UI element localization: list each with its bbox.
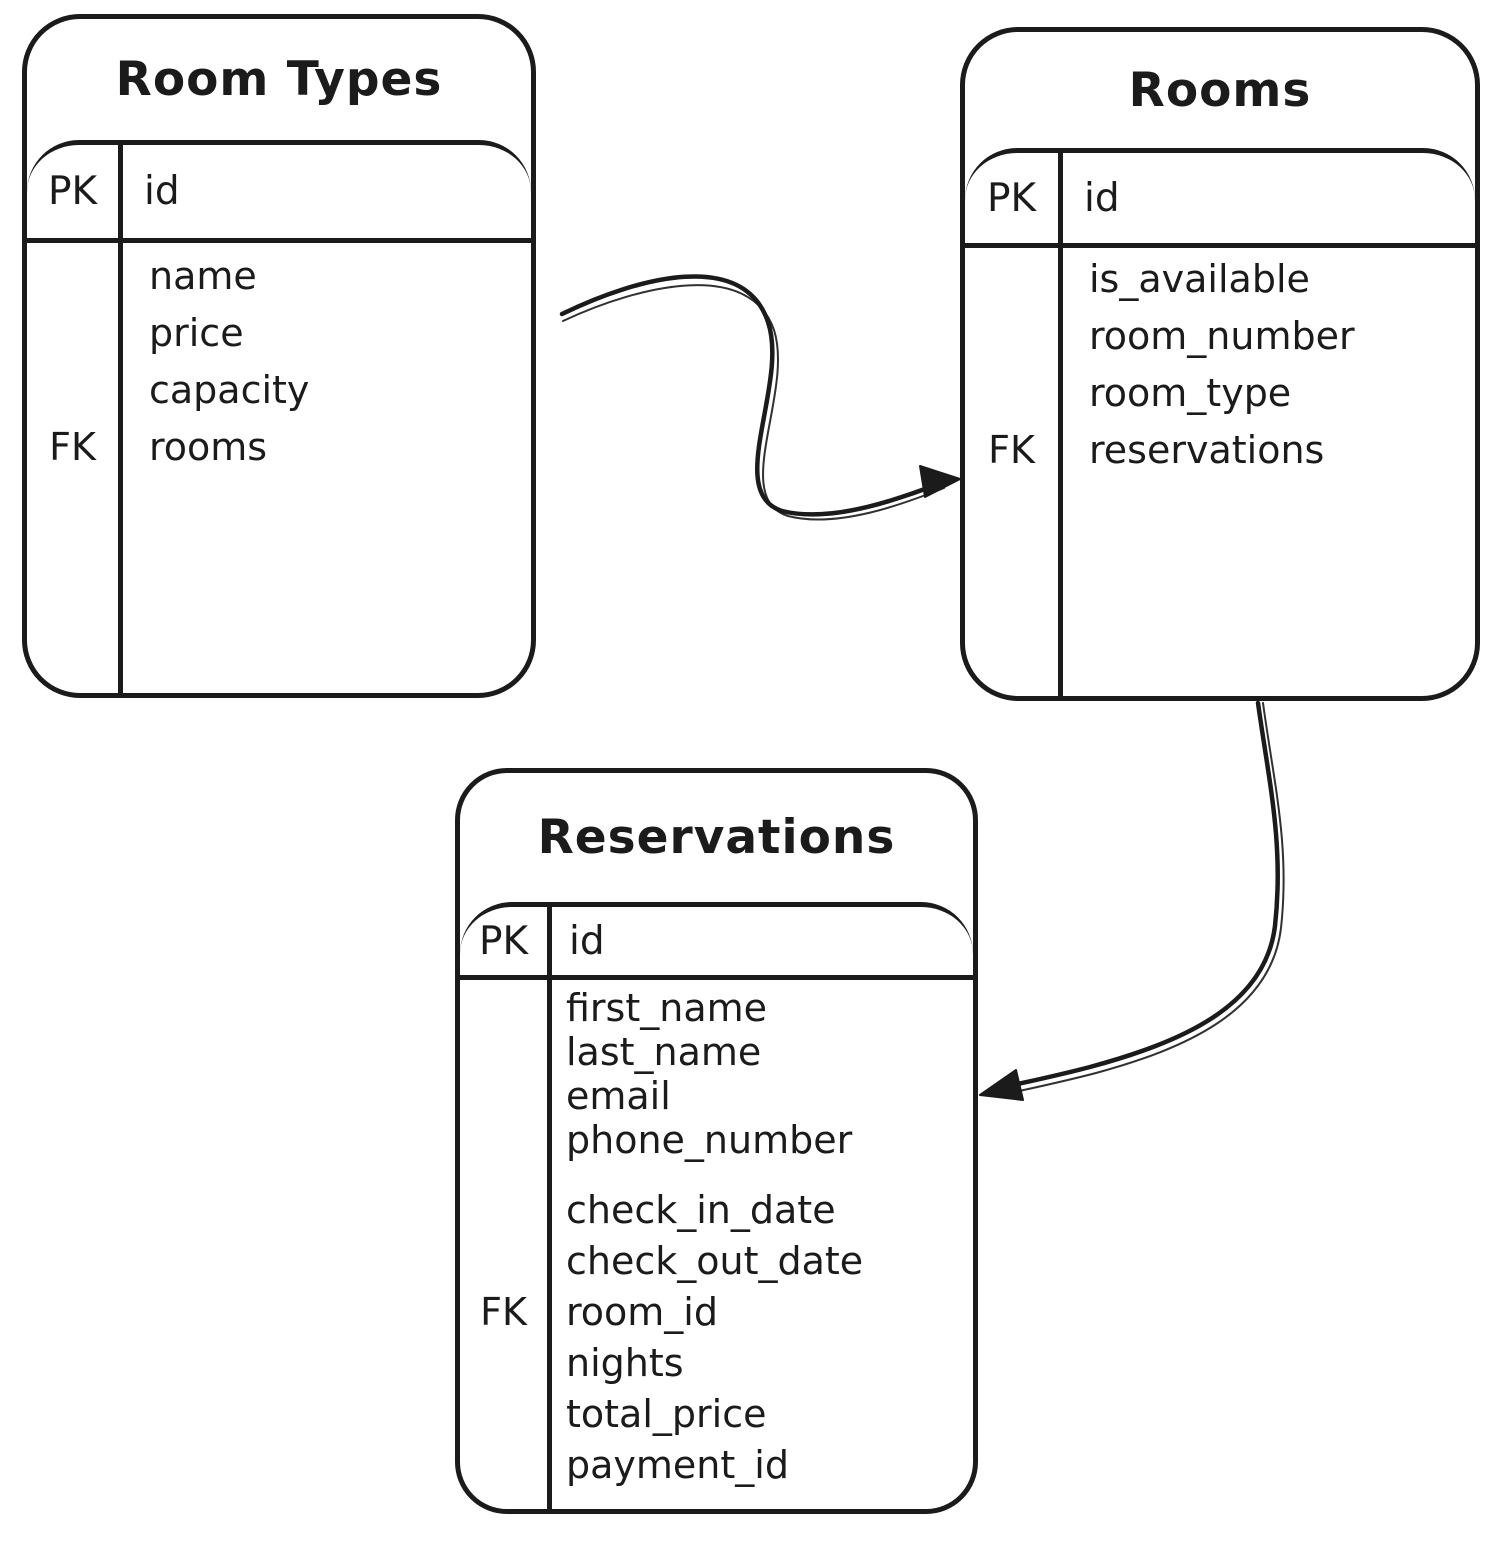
field-name: phone_number [566, 1118, 853, 1162]
field-row: FK rooms [27, 418, 531, 475]
field-row: FK reservations [965, 421, 1475, 478]
field-name: email [566, 1074, 671, 1118]
field-row: total_price [460, 1388, 973, 1439]
field-row: price [27, 304, 531, 361]
field-row: room_number [965, 307, 1475, 364]
arrowhead-right-icon [919, 465, 961, 498]
key-spacer [460, 1337, 552, 1388]
key-spacer [460, 1439, 552, 1490]
arrow-room-types-to-rooms [559, 274, 961, 521]
field-name: room_type [1089, 370, 1292, 415]
field-row: payment_id [460, 1439, 973, 1490]
pk-label: PK [47, 169, 98, 214]
field-name: rooms [149, 424, 268, 469]
field-name: price [149, 310, 244, 355]
field-row: is_available [965, 250, 1475, 307]
pk-field-name: id [1084, 175, 1120, 221]
table-title: Rooms [1128, 62, 1312, 118]
primary-key-row: PK id [27, 145, 531, 243]
table-rooms: Rooms PK id is_available room_number room_… [960, 27, 1480, 701]
field-name: is_available [1089, 256, 1310, 301]
key-spacer [460, 1030, 552, 1074]
key-spacer [965, 250, 1063, 307]
key-spacer [27, 361, 123, 418]
key-spacer [965, 307, 1063, 364]
key-spacer [965, 364, 1063, 421]
primary-key-row: PK id [965, 153, 1475, 248]
arrow-rooms-to-reservations [979, 700, 1285, 1101]
field-name: first_name [566, 986, 768, 1030]
field-name: room_id [566, 1289, 718, 1334]
fk-label: FK [49, 424, 96, 469]
field-row: name [27, 247, 531, 304]
field-name: payment_id [566, 1442, 789, 1487]
field-name: check_in_date [566, 1187, 836, 1232]
key-spacer [27, 247, 123, 304]
field-row: capacity [27, 361, 531, 418]
key-spacer [460, 1074, 552, 1118]
key-spacer [460, 1184, 552, 1235]
field-row: first_name [460, 986, 973, 1030]
key-spacer [460, 1388, 552, 1439]
column-divider [1058, 153, 1063, 696]
key-spacer [460, 1235, 552, 1286]
field-row: email [460, 1074, 973, 1118]
pk-label: PK [478, 918, 529, 964]
field-name: last_name [566, 1030, 762, 1074]
field-row: check_out_date [460, 1235, 973, 1286]
key-spacer [460, 1118, 552, 1162]
field-name: capacity [149, 367, 310, 412]
arrowhead-left-icon [979, 1069, 1024, 1101]
fk-label: FK [988, 427, 1035, 472]
field-row: room_type [965, 364, 1475, 421]
table-title: Room Types [115, 52, 443, 107]
pk-label: PK [986, 175, 1037, 221]
pk-field-name: id [569, 918, 605, 964]
table-title: Reservations [537, 810, 896, 865]
field-name: name [149, 253, 257, 298]
field-name: reservations [1089, 427, 1325, 472]
column-divider [547, 907, 552, 1509]
field-row: check_in_date [460, 1184, 973, 1235]
field-name: total_price [566, 1391, 767, 1436]
field-row: FK room_id [460, 1286, 973, 1337]
field-row: last_name [460, 1030, 973, 1074]
field-name: check_out_date [566, 1238, 864, 1283]
fk-label: FK [480, 1289, 527, 1334]
key-spacer [460, 986, 552, 1030]
field-row: nights [460, 1337, 973, 1388]
pk-field-name: id [144, 169, 180, 214]
field-row: phone_number [460, 1118, 973, 1162]
field-name: room_number [1089, 313, 1355, 358]
field-name: nights [566, 1340, 684, 1385]
column-divider [118, 145, 123, 693]
primary-key-row: PK id [460, 907, 973, 980]
key-spacer [27, 304, 123, 361]
